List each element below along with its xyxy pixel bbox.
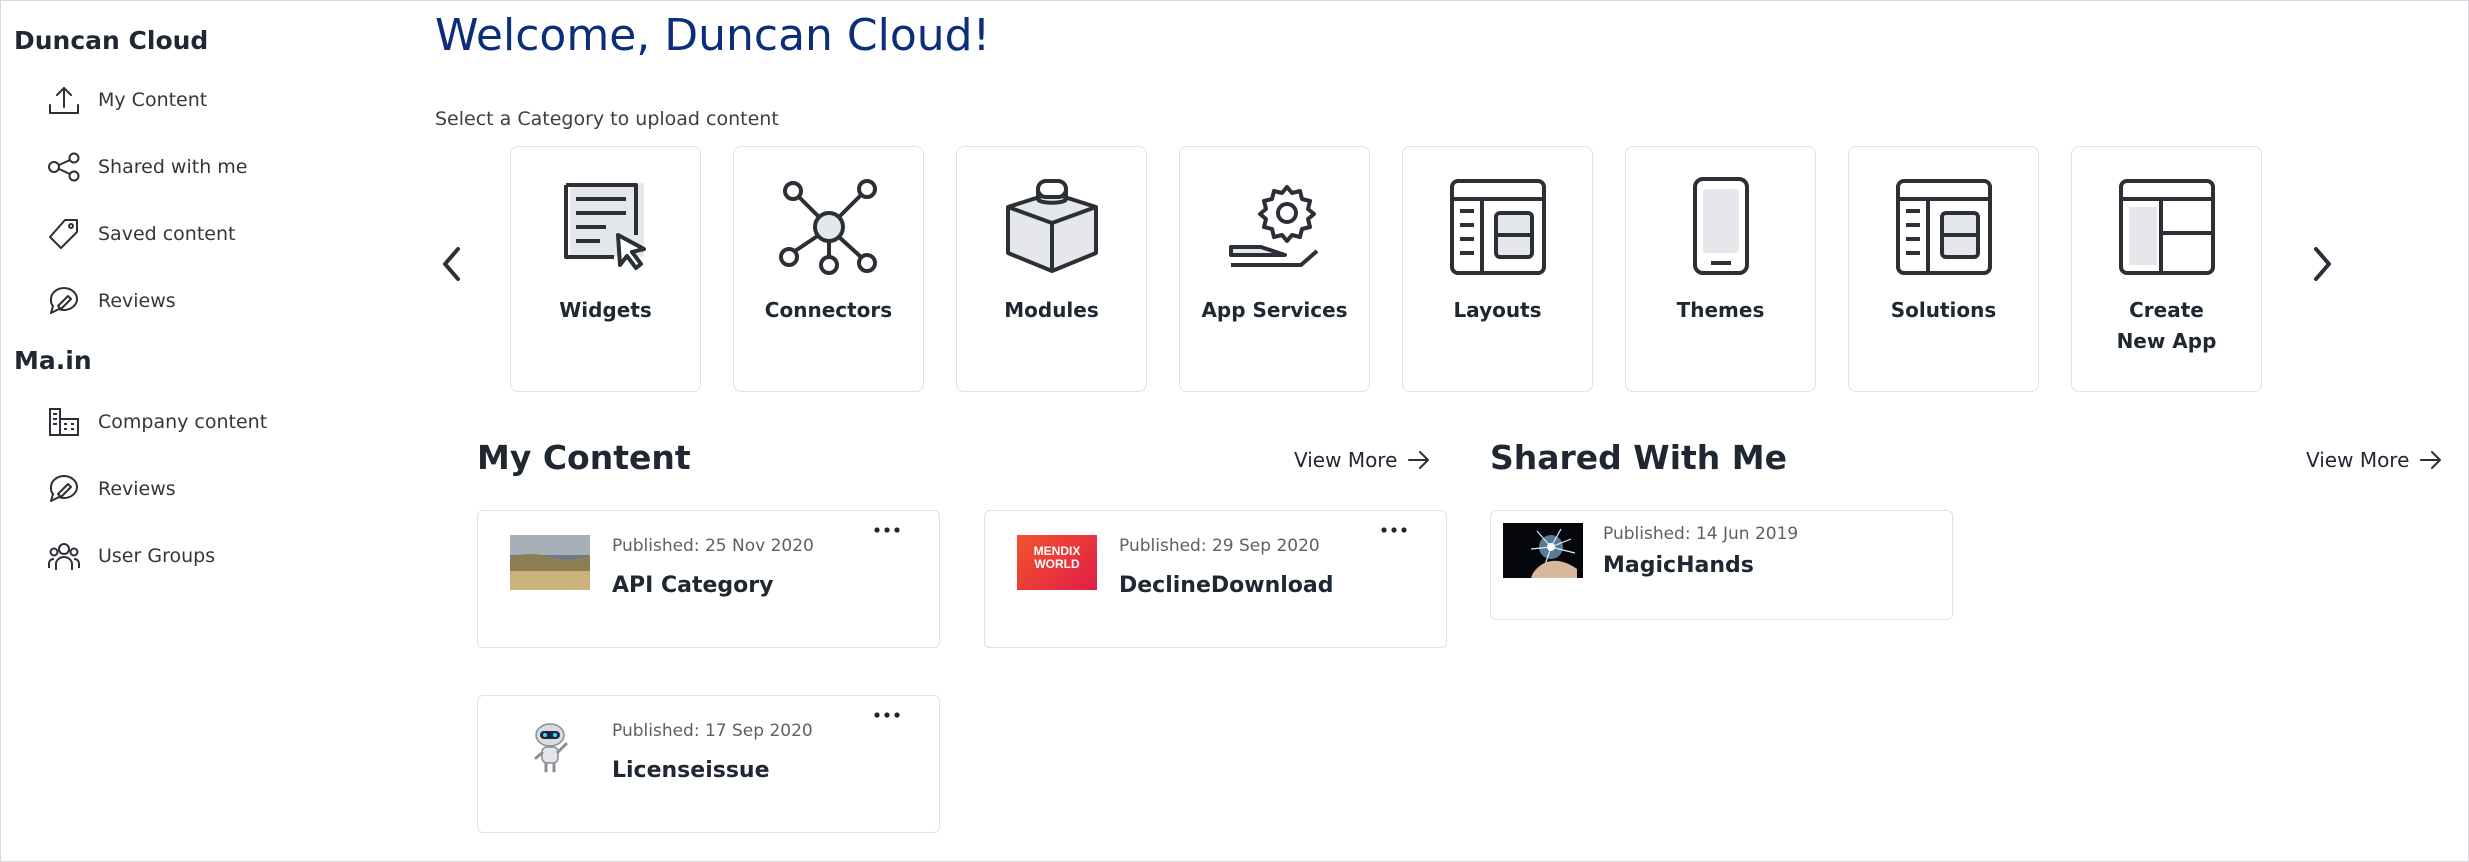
sidebar-item-user-groups[interactable]: User Groups xyxy=(46,536,376,576)
themes-icon xyxy=(1671,177,1771,277)
category-label: Layouts xyxy=(1453,298,1542,322)
view-more-label: View More xyxy=(2306,448,2410,472)
published-date: Published: 25 Nov 2020 xyxy=(612,536,814,556)
category-label: Solutions xyxy=(1890,298,1997,322)
sidebar-item-reviews[interactable]: Reviews xyxy=(46,281,376,321)
app-services-icon xyxy=(1225,177,1325,277)
thumbnail-landscape xyxy=(510,535,590,590)
category-card-themes[interactable]: Themes xyxy=(1625,146,1816,392)
category-card-widgets[interactable]: Widgets xyxy=(510,146,701,392)
category-label: Modules xyxy=(1004,298,1099,322)
content-card-decline-download[interactable]: MENDIX WORLD Published: 29 Sep 2020 Decl… xyxy=(984,510,1447,648)
category-card-app-services[interactable]: App Services xyxy=(1179,146,1370,392)
arrow-right-icon xyxy=(2409,450,2443,470)
category-label: App Services xyxy=(1201,298,1348,322)
sidebar-item-label: Saved content xyxy=(98,223,236,245)
content-card-licenseissue[interactable]: Published: 17 Sep 2020 Licenseissue xyxy=(477,695,940,833)
published-date: Published: 17 Sep 2020 xyxy=(612,721,813,741)
sidebar-item-label: Reviews xyxy=(98,290,176,312)
published-date: Published: 29 Sep 2020 xyxy=(1119,536,1320,556)
content-card-magic-hands[interactable]: Published: 14 Jun 2019 MagicHands xyxy=(1490,510,1953,620)
content-title: API Category xyxy=(612,573,774,598)
sidebar-section-title-duncan-cloud: Duncan Cloud xyxy=(14,26,209,55)
view-more-label: View More xyxy=(1294,448,1398,472)
bookmark-tag-icon xyxy=(46,216,82,252)
review-bubble-icon xyxy=(46,283,82,319)
carousel-prev-button[interactable] xyxy=(430,234,474,294)
my-content-view-more-link[interactable]: View More xyxy=(1294,448,1431,472)
more-options-button[interactable] xyxy=(1374,519,1414,541)
upload-icon xyxy=(46,82,82,118)
more-options-button[interactable] xyxy=(867,704,907,726)
category-label: Create New App xyxy=(2116,298,2217,353)
category-card-solutions[interactable]: Solutions xyxy=(1848,146,2039,392)
my-content-title: My Content xyxy=(477,438,691,477)
share-icon xyxy=(46,149,82,185)
more-options-button[interactable] xyxy=(867,519,907,541)
sidebar-item-label: Shared with me xyxy=(98,156,248,178)
category-card-layouts[interactable]: Layouts xyxy=(1402,146,1593,392)
category-instruction: Select a Category to upload content xyxy=(435,108,779,130)
company-icon xyxy=(46,404,82,440)
sidebar-item-label: Reviews xyxy=(98,478,176,500)
create-app-icon xyxy=(2117,177,2217,277)
connectors-icon xyxy=(779,177,879,277)
layouts-icon xyxy=(1448,177,1548,277)
sidebar-item-label: My Content xyxy=(98,89,208,111)
content-title: Licenseissue xyxy=(612,758,770,783)
widgets-icon xyxy=(556,177,656,277)
chevron-left-icon xyxy=(440,244,464,284)
category-label: Connectors xyxy=(764,298,893,322)
content-title: DeclineDownload xyxy=(1119,573,1334,598)
user-groups-icon xyxy=(46,538,82,574)
category-card-connectors[interactable]: Connectors xyxy=(733,146,924,392)
sidebar: Duncan Cloud My Content Shared with me S… xyxy=(0,0,420,862)
published-date: Published: 14 Jun 2019 xyxy=(1603,524,1799,544)
sidebar-item-company-content[interactable]: Company content xyxy=(46,402,376,442)
ellipsis-icon xyxy=(874,712,900,718)
page-title: Welcome, Duncan Cloud! xyxy=(435,10,991,61)
shared-view-more-link[interactable]: View More xyxy=(2306,448,2443,472)
thumbnail-robot xyxy=(510,720,590,775)
content-title: MagicHands xyxy=(1603,553,1754,578)
category-label: Themes xyxy=(1676,298,1765,322)
thumb-text-line-1: MENDIX xyxy=(1033,544,1081,558)
category-card-modules[interactable]: Modules xyxy=(956,146,1147,392)
solutions-icon xyxy=(1894,177,1994,277)
ellipsis-icon xyxy=(874,527,900,533)
sidebar-item-shared-with-me[interactable]: Shared with me xyxy=(46,147,376,187)
thumbnail-mendix-world: MENDIX WORLD xyxy=(1017,535,1097,590)
sidebar-item-main-reviews[interactable]: Reviews xyxy=(46,469,376,509)
category-label: Widgets xyxy=(559,298,652,322)
carousel-next-button[interactable] xyxy=(2300,234,2344,294)
category-card-create-new-app[interactable]: Create New App xyxy=(2071,146,2262,392)
arrow-right-icon xyxy=(1397,450,1431,470)
sidebar-item-label: User Groups xyxy=(98,545,216,567)
sidebar-item-saved-content[interactable]: Saved content xyxy=(46,214,376,254)
sidebar-section-title-main: Ma.in xyxy=(14,346,92,375)
chevron-right-icon xyxy=(2310,244,2334,284)
sidebar-item-my-content[interactable]: My Content xyxy=(46,80,376,120)
ellipsis-icon xyxy=(1381,527,1407,533)
content-card-api-category[interactable]: Published: 25 Nov 2020 API Category xyxy=(477,510,940,648)
review-bubble-icon xyxy=(46,471,82,507)
shared-with-me-title: Shared With Me xyxy=(1490,438,1787,477)
sidebar-item-label: Company content xyxy=(98,411,268,433)
modules-icon xyxy=(1002,177,1102,277)
thumbnail-magic-hands xyxy=(1503,523,1583,578)
thumb-text-line-2: WORLD xyxy=(1034,557,1080,571)
